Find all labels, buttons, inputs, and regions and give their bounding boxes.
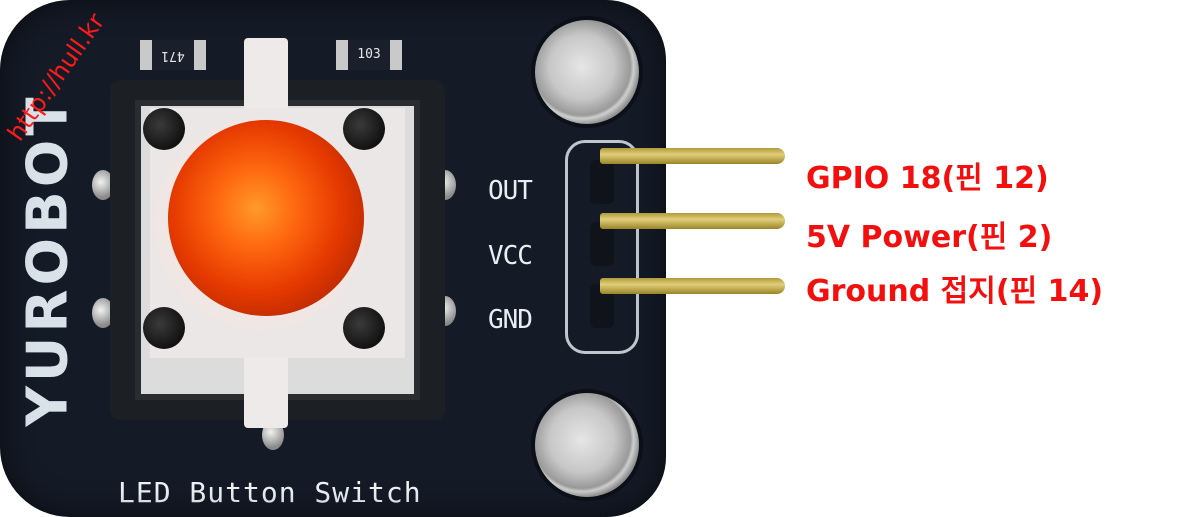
- header-pin-vcc: [600, 213, 785, 229]
- switch-post: [343, 307, 385, 349]
- switch-post: [143, 307, 185, 349]
- solder-joint: [262, 420, 284, 450]
- mounting-hole-bottom: [535, 393, 639, 497]
- annotation-gnd-pin: Ground 접지(핀 14): [806, 274, 1104, 309]
- annotation-out-pin: GPIO 18(핀 12): [806, 161, 1049, 196]
- solder-joint: [434, 170, 456, 200]
- solder-joint: [92, 170, 114, 200]
- switch-post: [143, 108, 185, 150]
- resistor-103: 103: [336, 40, 402, 70]
- header-pin-gnd: [600, 278, 785, 294]
- resistor-2-marking: 103: [357, 47, 381, 62]
- mounting-hole-top: [535, 20, 639, 124]
- resistor-471: 471: [140, 40, 206, 70]
- switch-stem: [244, 38, 288, 428]
- silk-label-gnd: GND: [488, 305, 533, 335]
- solder-joint: [92, 298, 114, 328]
- switch-plate: [150, 108, 405, 358]
- pin-header-outline: [565, 140, 639, 354]
- silk-label-vcc: VCC: [488, 241, 533, 271]
- caption-silkscreen: LED Button Switch: [118, 476, 422, 509]
- led-cap-ring: [155, 118, 367, 330]
- pcb-module-board: YUROBOT 471 103 OUT VCC GND LED Button S…: [0, 0, 666, 517]
- annotation-vcc-pin: 5V Power(핀 2): [806, 220, 1053, 255]
- silk-label-out: OUT: [488, 176, 533, 206]
- resistor-1-marking: 471: [161, 48, 185, 63]
- led-button-cap[interactable]: [168, 120, 364, 316]
- switch-post: [343, 108, 385, 150]
- header-pin-out: [600, 148, 785, 164]
- solder-joint: [434, 296, 456, 326]
- tactile-switch-frame: [135, 100, 420, 400]
- tactile-switch-housing: [110, 80, 445, 420]
- pin-header-base: [590, 160, 614, 204]
